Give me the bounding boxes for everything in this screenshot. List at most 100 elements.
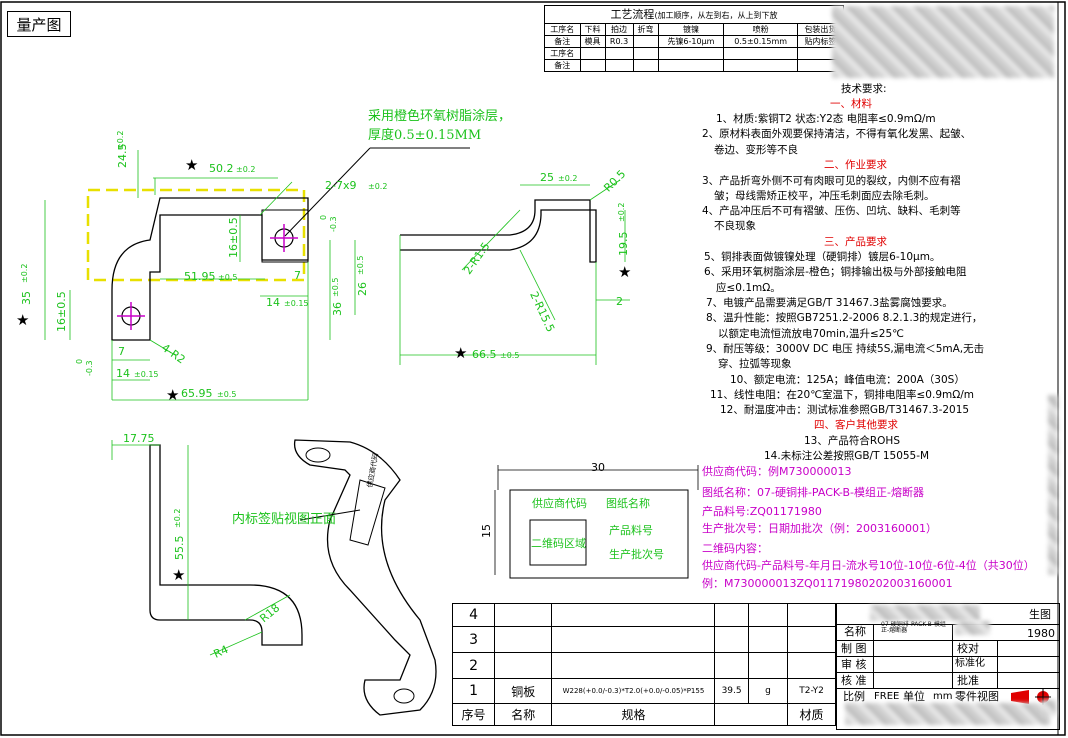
dim-19-5: 19.5	[617, 231, 630, 257]
tech-section-4: 四、客户其他要求	[814, 419, 898, 431]
process-row-label: 工序名	[544, 23, 581, 36]
process-row-label: 备注	[544, 59, 581, 72]
tech-line: 11、线性电阻：在20℃室温下，铜排电阻率≤0.9mΩ/m	[710, 389, 975, 401]
dim-tol: ±0.5	[218, 273, 238, 282]
tech-line: 14.未标注公差按照GB/T 15055-M	[764, 450, 930, 462]
dim-tol: ±0.5	[331, 277, 340, 297]
dim-17-75: 17.75	[123, 432, 155, 445]
dim-50-2: 50.2	[209, 162, 234, 175]
bom-footer-no: 序号	[451, 703, 496, 726]
dim-tol: ±0.2	[558, 174, 578, 183]
label-drawing: 图纸名称	[606, 497, 650, 510]
dim-tol: ±0.5	[217, 390, 237, 399]
coating-callout-1: 采用橙色环氧树脂涂层，	[368, 109, 512, 124]
dim-26: 26	[356, 282, 369, 296]
process-note: 模具	[579, 35, 606, 48]
tech-line: 8、温升性能：按照GB7251.2-2006 8.2.1.3的规定进行，	[706, 312, 983, 324]
dim-14b: 14	[116, 367, 130, 380]
tb-unit-value: mm	[933, 691, 953, 702]
dim-51-95: 51.95	[184, 270, 216, 283]
bom-spec: W228(+0.0/-0.3)*T2.0(+0.0/-0.05)*P155	[551, 678, 716, 704]
dim-tol: ±0.5	[356, 255, 365, 275]
dim-55-5: 55.5	[173, 535, 186, 561]
tb-header-suffix: 生图	[1029, 608, 1051, 621]
dim-tol-zero: 0	[75, 358, 84, 364]
svg-text:★: ★	[172, 566, 185, 584]
tb-unit: 单位	[903, 690, 925, 703]
tech-line: 13、产品符合ROHS	[804, 435, 900, 447]
coating-callout-2: 厚度0.5±0.15MM	[368, 128, 482, 143]
tech-section-3: 三、产品要求	[824, 236, 887, 248]
dim-tol: ±0.2	[236, 165, 256, 174]
dim-tol: ±0.15	[134, 370, 159, 379]
tech-line: 不良现象	[714, 220, 756, 232]
tb-check: 校对	[957, 642, 979, 655]
tb-approve: 核 准	[841, 674, 867, 687]
corner-tag: 量产图	[7, 11, 71, 37]
process-title-bar: 工艺流程(加工顺序，从左到右，从上到下放	[544, 5, 844, 23]
process-step: 喷粉	[723, 23, 798, 36]
tb-name-value: 07-硬铜排-PACK-B-模组正-熔断器	[881, 621, 946, 634]
tb-review: 审 核	[841, 658, 867, 671]
hole-dim: 2-7x9	[325, 179, 357, 192]
dim-35: 35	[20, 291, 33, 305]
tech-section-2: 二、作业要求	[824, 159, 887, 171]
svg-text:★: ★	[618, 263, 631, 281]
redacted-area	[1048, 395, 1058, 575]
redacted-area	[832, 6, 1054, 78]
bom-name: 铜板	[494, 678, 553, 704]
bom-unit: g	[747, 678, 789, 704]
dim-65-95: 65.95	[181, 387, 213, 400]
process-row-label: 工序名	[544, 47, 581, 60]
process-note	[632, 35, 659, 48]
dim-14a: 14	[266, 296, 280, 309]
dim-16a: 16±0.5	[227, 217, 240, 258]
redacted-area	[845, 703, 1050, 725]
tb-scale: 比例	[843, 690, 865, 703]
tech-line: 7、电镀产品需要满足GB/T 31467.3盐雾腐蚀要求。	[706, 297, 953, 309]
tech-line: 6、采用环氧树脂涂层-橙色；铜排输出极与外部接触电阻	[704, 266, 967, 278]
svg-text:★: ★	[185, 156, 198, 174]
supplier-batch: 生产批次号：日期加批次（例：2003160001）	[702, 522, 937, 535]
dim-tol: ±0.2	[173, 508, 182, 528]
label-view-callout: 内标签贴视图正面	[232, 512, 337, 527]
dim-2: 2	[616, 295, 623, 308]
supplier-qr-format: 供应商代码-产品料号-年月日-流水号10位-10位-6位-4位（共30位）	[702, 559, 1035, 572]
bom-footer-material: 材质	[787, 703, 836, 726]
redacted-area	[870, 605, 980, 621]
process-title: 工艺流程	[610, 8, 655, 21]
tech-line: 10、额定电流：125A；峰值电流：200A（30S）	[730, 374, 965, 386]
bom-row-no: 4	[451, 603, 496, 627]
profile-view	[111, 440, 303, 656]
isometric-view	[293, 439, 437, 716]
dim-66-5: 66.5	[472, 348, 497, 361]
dim-tol-zero: 0	[319, 214, 328, 220]
process-note: 先镍6-10μm	[657, 35, 725, 48]
tb-standard: 标准化	[955, 658, 985, 669]
label-supplier: 供应商代码	[532, 497, 587, 510]
label-batch: 生产批次号	[609, 548, 664, 561]
key-markers: ★ ★ ★ ★ ★ ★	[16, 156, 631, 584]
dim-36: 36	[331, 302, 344, 316]
tb-ratify: 批准	[957, 674, 979, 687]
dim-tol: ±0.15	[284, 299, 309, 308]
dim-7b: 7	[118, 345, 125, 358]
tech-line: 1、材质:紫铜T2 状态:Y2态 电阻率≤0.9mΩ/m	[716, 113, 936, 125]
tech-line: 3、产品折弯外侧不可有肉眼可见的裂纹，内侧不应有褶	[702, 175, 961, 187]
label-layout	[494, 465, 699, 579]
tb-draw: 制 图	[841, 642, 867, 655]
dim-tol: ±0.2	[368, 182, 388, 191]
label-part: 产品料号	[609, 524, 653, 537]
tb-doc-no: 1980	[1027, 627, 1055, 640]
process-step: 下料	[579, 23, 606, 36]
process-row-label: 备注	[544, 35, 581, 48]
dim-7: 7	[294, 269, 301, 282]
bom-weight: 39.5	[714, 678, 749, 704]
bom-row-no: 3	[451, 626, 496, 653]
bom-row-no: 2	[451, 652, 496, 679]
tech-line: 12、耐温度冲击：测试标准参照GB/T31467.3-2015	[720, 404, 970, 416]
dim-16b: 16±0.5	[55, 291, 68, 332]
redacted-area	[1042, 700, 1056, 716]
